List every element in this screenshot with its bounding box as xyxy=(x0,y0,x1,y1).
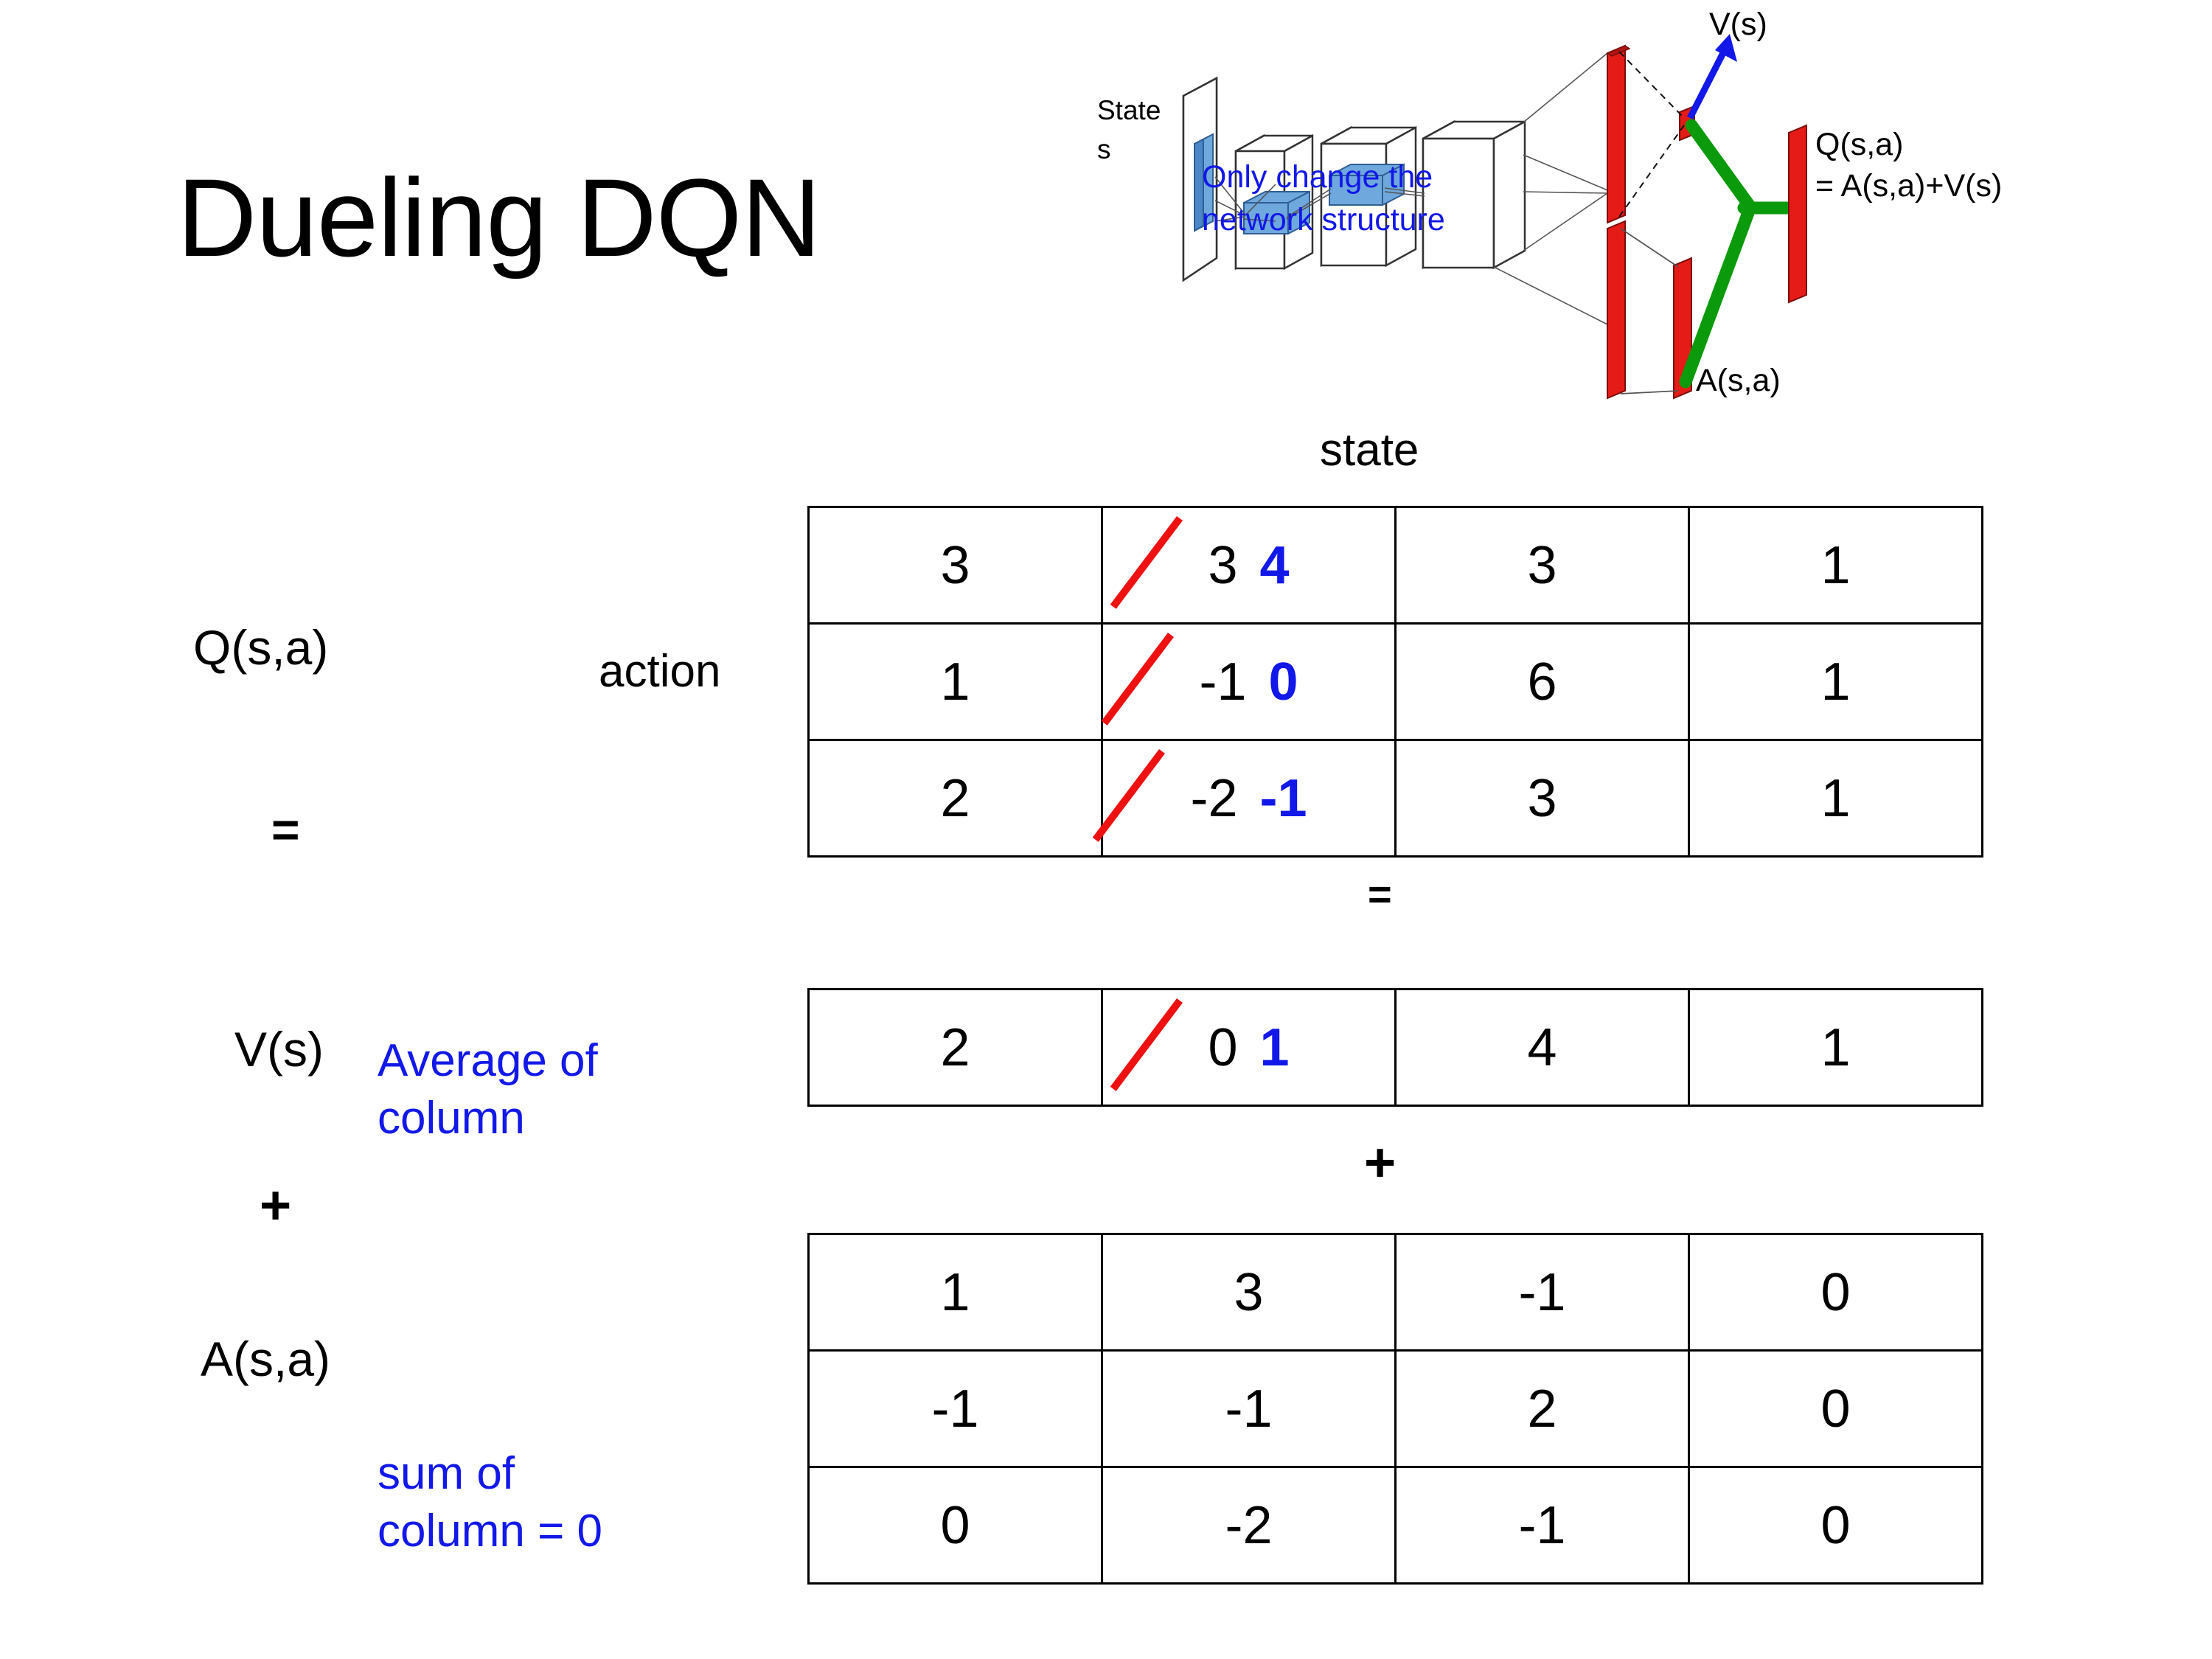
edited-cell: 3 4 xyxy=(1103,508,1394,622)
a-cell-r0c3: 0 xyxy=(1688,1233,1983,1352)
table-row: 2 -2 -1 3 1 xyxy=(807,739,1983,858)
svg-text:State: State xyxy=(1097,95,1161,125)
equals-sign-left: = xyxy=(271,802,299,857)
average-of-column-note: Average of column xyxy=(378,1032,598,1147)
table-row: 1 3 -1 0 xyxy=(807,1233,1983,1352)
dueling-network-diagram: State s Only change the network structur… xyxy=(1091,7,2197,409)
q-cell-r1c1: -1 0 xyxy=(1101,622,1397,741)
sum-note-line2: column = 0 xyxy=(378,1505,603,1557)
q-cell-r2c2: 3 xyxy=(1394,739,1690,858)
a-cell-r1c3: 0 xyxy=(1688,1349,1983,1468)
table-row: 0 -2 -1 0 xyxy=(807,1466,1983,1585)
a-cell-r2c2: -1 xyxy=(1394,1466,1690,1585)
q-cell-r2c1: -2 -1 xyxy=(1101,739,1397,858)
q-cell-r0c1: 3 4 xyxy=(1101,506,1397,625)
table-row: 1 -1 0 6 1 xyxy=(807,622,1983,741)
table-row: 2 0 1 4 1 xyxy=(807,988,1983,1107)
a-cell-r1c1: -1 xyxy=(1101,1349,1397,1468)
sum-of-column-note: sum of column = 0 xyxy=(378,1445,602,1559)
struck-old-value: -1 xyxy=(1199,652,1247,712)
q-cell-r1c3: 1 xyxy=(1688,622,1983,741)
new-value: -1 xyxy=(1259,768,1307,828)
action-axis-label: action xyxy=(599,646,721,697)
svg-text:A(s,a): A(s,a) xyxy=(1696,363,1781,398)
a-cell-r1c0: -1 xyxy=(807,1349,1103,1468)
q-cell-r2c0: 2 xyxy=(807,739,1103,858)
struck-old-value: -2 xyxy=(1190,768,1238,828)
new-value: 4 xyxy=(1259,535,1290,595)
q-cell-r2c3: 1 xyxy=(1688,739,1983,858)
page-title: Dueling DQN xyxy=(177,156,821,279)
state-axis-label: state xyxy=(1320,425,1419,476)
q-cell-r1c2: 6 xyxy=(1394,622,1690,741)
plus-sign-left: + xyxy=(260,1175,292,1236)
a-cell-r0c2: -1 xyxy=(1394,1233,1690,1352)
q-cell-r0c0: 3 xyxy=(807,506,1103,625)
edited-cell: 0 1 xyxy=(1103,990,1394,1105)
v-cell-r0c2: 4 xyxy=(1394,988,1690,1107)
edited-cell: -1 0 xyxy=(1103,625,1394,739)
q-function-label: Q(s,a) xyxy=(193,620,329,675)
q-cell-r0c3: 1 xyxy=(1688,506,1983,625)
v-function-label: V(s) xyxy=(234,1022,324,1077)
a-cell-r2c0: 0 xyxy=(807,1466,1103,1585)
svg-text:s: s xyxy=(1097,134,1111,164)
advantage-table: 1 3 -1 0 -1 -1 2 0 0 -2 -1 0 xyxy=(807,1233,1983,1585)
edited-cell: -2 -1 xyxy=(1103,741,1394,855)
q-cell-r1c0: 1 xyxy=(807,622,1103,741)
average-note-line1: Average of xyxy=(378,1035,598,1086)
svg-text:Only change the: Only change the xyxy=(1202,159,1433,195)
v-value-table: 2 0 1 4 1 xyxy=(807,988,1983,1107)
a-function-label: A(s,a) xyxy=(201,1332,331,1386)
new-value: 0 xyxy=(1268,652,1298,712)
svg-text:Q(s,a): Q(s,a) xyxy=(1815,127,1903,162)
struck-old-value: 0 xyxy=(1208,1018,1238,1077)
new-value: 1 xyxy=(1259,1018,1290,1077)
average-note-line2: column xyxy=(378,1092,525,1144)
plus-sign-middle: + xyxy=(1364,1132,1397,1193)
a-cell-r0c0: 1 xyxy=(807,1233,1103,1352)
v-cell-r0c3: 1 xyxy=(1688,988,1983,1107)
svg-text:= A(s,a)+V(s): = A(s,a)+V(s) xyxy=(1815,168,2002,204)
v-cell-r0c1: 0 1 xyxy=(1101,988,1397,1107)
table-row: -1 -1 2 0 xyxy=(807,1349,1983,1468)
equals-sign-middle: = xyxy=(1368,871,1392,917)
v-cell-r0c0: 2 xyxy=(807,988,1103,1107)
table-row: 3 3 4 3 1 xyxy=(807,506,1983,625)
struck-old-value: 3 xyxy=(1208,535,1238,595)
a-cell-r0c1: 3 xyxy=(1101,1233,1397,1352)
a-cell-r1c2: 2 xyxy=(1394,1349,1690,1468)
q-value-table: 3 3 4 3 1 1 -1 0 6 1 2 -2 -1 3 1 xyxy=(807,506,1983,858)
sum-note-line1: sum of xyxy=(378,1448,515,1499)
a-cell-r2c3: 0 xyxy=(1688,1466,1983,1585)
a-cell-r2c1: -2 xyxy=(1101,1466,1397,1585)
svg-text:network structure: network structure xyxy=(1202,202,1445,237)
svg-text:V(s): V(s) xyxy=(1709,7,1767,42)
q-cell-r0c2: 3 xyxy=(1394,506,1690,625)
